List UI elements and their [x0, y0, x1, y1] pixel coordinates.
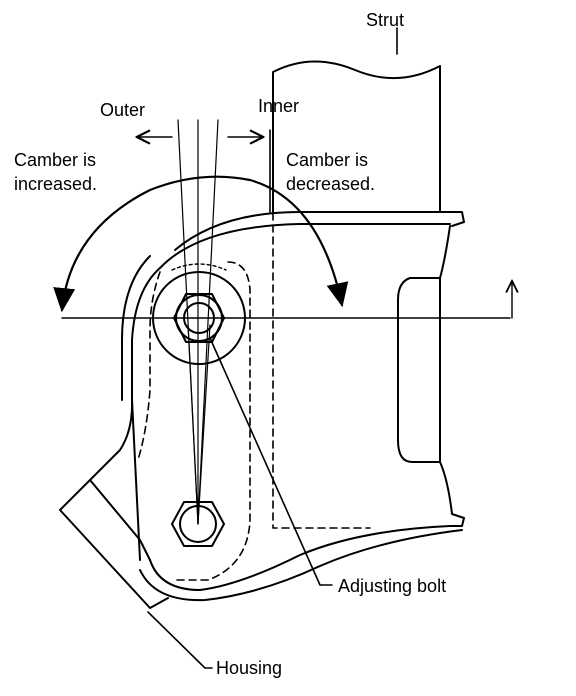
- center-line: [61, 282, 512, 319]
- camber-decreased-line1: Camber is: [286, 150, 368, 170]
- strut-label: Strut: [366, 10, 404, 30]
- outer-label: Outer: [100, 100, 145, 120]
- adjusting-slot: [152, 263, 246, 365]
- camber-increased-line1: Camber is: [14, 150, 96, 170]
- camber-decreased-line2: decreased.: [286, 174, 375, 194]
- inner-label: Inner: [258, 96, 299, 116]
- camber-increased-line2: increased.: [14, 174, 97, 194]
- camber-rotation-arc: [53, 175, 349, 313]
- pivot-lines: [177, 119, 219, 525]
- housing-label: Housing: [216, 658, 282, 678]
- knuckle-housing-outline: [59, 211, 465, 609]
- adjusting-bolt-label: Adjusting bolt: [338, 576, 446, 596]
- strut-tube: [272, 60, 441, 214]
- adjusting-bolt-leader: [209, 337, 333, 586]
- housing-leader: [147, 611, 213, 669]
